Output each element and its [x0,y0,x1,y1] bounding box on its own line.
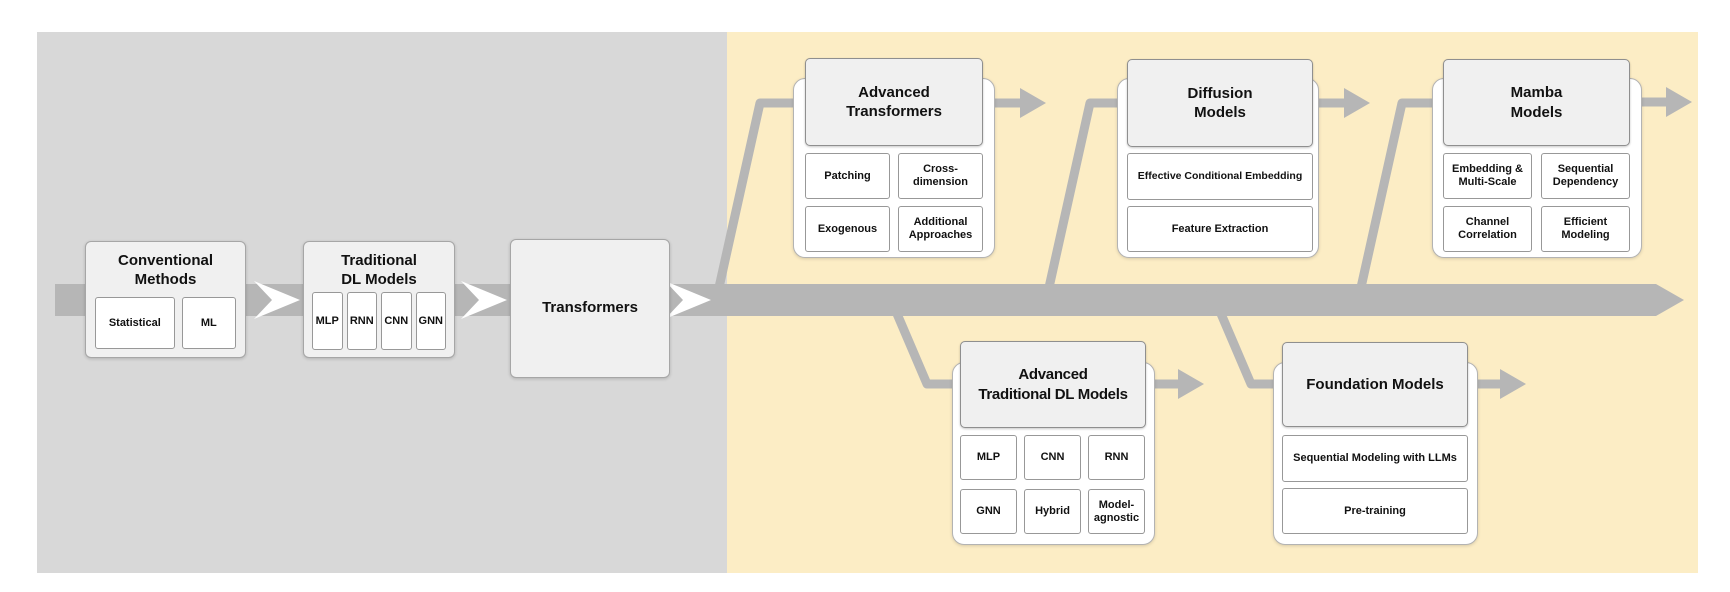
subbox-embedding-multi-scale: Embedding & Multi-Scale [1443,153,1532,199]
subbox-statistical: Statistical [95,297,175,349]
subbox-ml: ML [181,297,236,349]
subbox-mlp-advanced: MLP [960,435,1017,480]
subbox-channel-correlation: Channel Correlation [1443,206,1532,252]
card-title-line: Foundation Models [1306,375,1444,393]
subbox-sequential-modeling-with-llms: Sequential Modeling with LLMs [1282,435,1468,482]
subbox-label: MLP [960,435,1017,480]
subbox-efficient-modeling: Efficient Modeling [1541,206,1630,252]
subbox-pre-training: Pre-training [1282,488,1468,534]
subbox-rnn: RNN [346,292,377,350]
subbox-label: Channel Correlation [1443,206,1532,252]
box-title-line: Conventional [117,252,213,269]
subbox-label: Pre-training [1282,488,1468,534]
subbox-effective-conditional-embedding: Effective Conditional Embedding [1127,153,1313,200]
subbox-gnn-advanced: GNN [960,489,1017,534]
subbox-row: MLP RNN CNN GNN [312,292,446,350]
subbox-label: Additional Approaches [898,206,983,252]
subbox-label: Embedding & Multi-Scale [1443,153,1532,199]
subbox-label: GNN [960,489,1017,534]
subbox-label: Sequential Dependency [1541,153,1630,199]
subbox-label: Efficient Modeling [1541,206,1630,252]
subbox-label: Patching [805,153,890,199]
subbox-label: Hybrid [1024,489,1081,534]
card-title-line: Advanced [1018,366,1088,383]
subbox-hybrid: Hybrid [1024,489,1081,534]
subbox-additional-approaches: Additional Approaches [898,206,983,252]
card-header-advanced-traditional-dl-models: Advanced Traditional DL Models [960,341,1146,428]
subbox-label: Model-agnostic [1088,489,1145,534]
subbox-label: Exogenous [805,206,890,252]
box-transformers: Transformers [510,239,670,378]
card-title-line: Models [1194,104,1246,121]
card-header-advanced-transformers: Advanced Transformers [805,58,983,146]
box-title: Traditional DL Models [304,242,454,290]
subbox-mlp: MLP [312,292,343,350]
subbox-cnn: CNN [381,292,412,350]
card-title-line: Models [1510,103,1563,121]
subbox-rnn-advanced: RNN [1088,435,1145,480]
box-title-line: DL Models [341,270,417,288]
subbox-sequential-dependency: Sequential Dependency [1541,153,1630,199]
card-title-line: Diffusion [1187,84,1253,102]
subbox-feature-extraction: Feature Extraction [1127,206,1313,252]
box-conventional-methods: Conventional Methods Statistical ML [85,241,246,358]
card-title-line: Advanced [858,83,930,101]
card-header-foundation-models: Foundation Models [1282,342,1468,427]
subbox-gnn: GNN [415,292,446,350]
subbox-label: Cross-dimension [898,153,983,199]
box-title-line: Methods [134,270,197,288]
card-title-line: Traditional DL Models [978,385,1128,403]
subbox-patching: Patching [805,153,890,199]
subbox-row: Statistical ML [95,297,236,349]
subbox-label: Sequential Modeling with LLMs [1282,435,1468,482]
card-title-line: Transformers [846,103,942,120]
box-title-line: Transformers [542,299,638,317]
subbox-label: Feature Extraction [1127,206,1313,252]
subbox-label: Effective Conditional Embedding [1127,153,1313,200]
subbox-label: CNN [1024,435,1081,480]
card-header-mamba-models: Mamba Models [1443,59,1630,146]
card-title-line: Mamba [1510,84,1563,101]
card-header-diffusion-models: Diffusion Models [1127,59,1313,147]
box-title-line: Traditional [341,252,417,269]
subbox-model-agnostic: Model-agnostic [1088,489,1145,534]
subbox-cross-dimension: Cross-dimension [898,153,983,199]
subbox-cnn-advanced: CNN [1024,435,1081,480]
subbox-label: RNN [1088,435,1145,480]
box-title: Transformers [511,240,669,377]
box-traditional-dl-models: Traditional DL Models MLP RNN CNN GNN [303,241,455,358]
box-title: Conventional Methods [86,242,245,290]
subbox-exogenous: Exogenous [805,206,890,252]
